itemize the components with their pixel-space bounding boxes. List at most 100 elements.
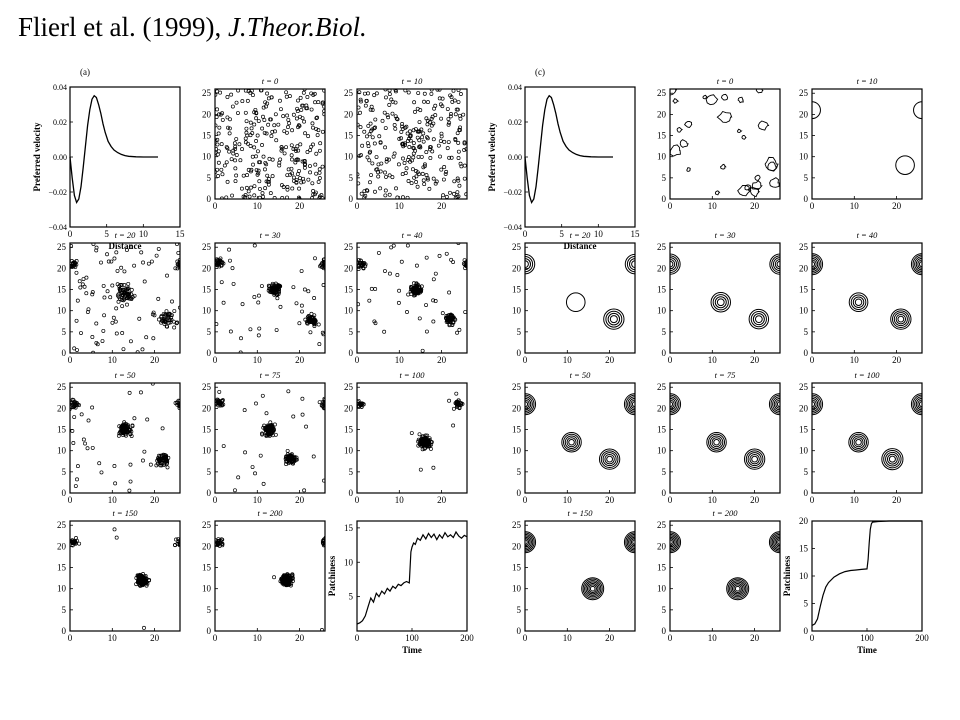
panel-title: t = 10 [402,76,424,86]
contour-ring [892,310,910,328]
particle-point [216,149,221,154]
y-tick-label: 15 [799,425,809,435]
particle-point [86,307,91,312]
particle-point [234,100,239,105]
particle-point [258,160,263,165]
particle-point [240,147,244,152]
particle-point [412,291,417,296]
particle-point [419,284,424,289]
y-tick-label: 25 [799,382,809,392]
x-tick-label: 0 [213,633,218,643]
particle-point [128,479,133,484]
particle-point [397,136,402,141]
particle-point [284,462,289,467]
contour-ring [773,535,780,550]
contour-group [525,393,635,470]
particle-point [309,107,314,112]
contour-ring [743,448,766,470]
particle-point [322,405,325,410]
particle-point [422,91,427,96]
particle-point [357,90,362,95]
particle-point [419,154,424,159]
particle-point [358,258,363,263]
x-tick-label: 5 [559,229,564,239]
panel-title: t = 200 [257,508,283,518]
particle-point [427,120,432,125]
contour-ring [852,296,865,308]
particle-point [276,286,281,291]
y-tick-label: 15 [344,523,354,533]
y-tick-label: 20 [344,403,354,413]
contour-ring [770,532,780,552]
particle-point [439,131,444,136]
particle-point [389,97,394,102]
particle-point [284,130,289,135]
particle-point [304,106,309,111]
particle-point [370,135,375,140]
particle-point [326,265,329,268]
contour-ring [626,533,635,551]
particle-point [326,401,329,404]
particle-point [148,462,153,467]
particle-point [441,193,446,198]
particle-point [380,118,385,123]
y-tick-label: 5 [207,605,212,615]
particle-point [240,302,245,307]
particle-point [358,125,363,130]
x-tick-label: 10 [253,201,263,211]
particle-point [146,261,151,266]
particle-point [441,177,446,182]
particle-point [440,311,445,316]
particle-point [268,191,273,196]
y-tick-label: 25 [512,520,522,530]
particle-point [437,253,442,258]
particle-point [261,194,265,199]
particle-point [215,107,220,112]
particle-point [115,268,120,273]
particle-point [288,172,293,177]
y-tick-label: 10 [657,152,667,162]
particle-point [446,117,451,122]
particle-point [263,167,267,172]
particle-point [296,123,301,128]
x-tick-label: 10 [253,495,263,505]
contour-ring [914,396,922,413]
particle-point [97,461,102,466]
y-tick-label: 15 [344,285,354,295]
particle-point [421,178,426,183]
particle-point [177,305,180,310]
particle-point [384,159,389,164]
particle-point [317,170,322,175]
y-tick-label: 15 [799,544,809,554]
particle-point [105,252,109,257]
x-tick-label: 0 [68,355,73,365]
particle-point [216,174,220,178]
x-tick-label: 100 [405,633,419,643]
contour-blob [679,139,689,148]
particle-point [307,318,312,323]
contour-group [812,253,922,330]
particle-point [322,265,325,270]
particle-point [70,244,74,248]
particle-group [215,243,329,353]
particle-point [256,168,261,173]
particle-point [215,147,219,151]
particle-point [257,186,262,191]
particle-point [182,263,185,266]
panel-frame [669,242,781,354]
particle-point [163,312,168,317]
particle-point [373,117,378,122]
contour-ring [910,253,922,276]
contour-ring [710,292,731,313]
particle-point [259,284,264,288]
particle-point [175,320,180,325]
particle-point [299,303,304,308]
particle-point [358,97,363,102]
contour-ring [772,257,780,272]
contour-ring [629,258,635,271]
y-tick-label: 10 [57,584,67,594]
particle-point [114,306,119,311]
y-tick-label: 15 [512,425,522,435]
y-tick-label: 5 [62,327,67,337]
